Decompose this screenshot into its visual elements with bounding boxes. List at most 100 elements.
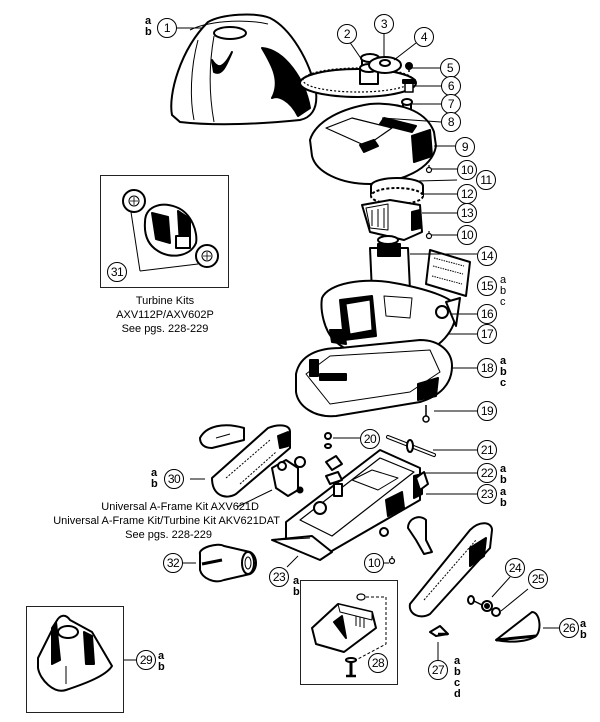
variant-letter: b bbox=[454, 666, 461, 678]
callout-20[interactable]: 20 bbox=[360, 429, 380, 449]
turbine-kits-caption: Turbine Kits AXV112P/AXV602P See pgs. 22… bbox=[105, 294, 225, 336]
variants-27: a b c d bbox=[454, 656, 461, 700]
callout-10-b[interactable]: 10 bbox=[457, 225, 477, 245]
callout-17[interactable]: 17 bbox=[477, 324, 497, 344]
caption-line: Universal A-Frame Kit AXV621D bbox=[101, 501, 259, 513]
callout-13[interactable]: 13 bbox=[457, 203, 477, 223]
part-23-flap-a bbox=[415, 471, 429, 491]
right-side-track bbox=[408, 522, 493, 618]
callout-21[interactable]: 21 bbox=[477, 440, 497, 460]
variant-letter: a bbox=[500, 355, 507, 367]
callout-6[interactable]: 6 bbox=[441, 76, 461, 96]
variant-letter: c bbox=[500, 296, 506, 308]
variant-letter: a bbox=[293, 575, 300, 587]
variant-letter: b bbox=[500, 366, 507, 378]
variants-22: a b bbox=[500, 464, 507, 486]
part-13-turbine-housing bbox=[361, 199, 423, 241]
variants-29: a b bbox=[158, 651, 165, 673]
callout-15[interactable]: 15 bbox=[477, 276, 497, 296]
part-16-cap bbox=[435, 305, 449, 319]
part-3-small-gear bbox=[368, 56, 402, 74]
callout-31[interactable]: 31 bbox=[107, 262, 127, 282]
callout-10-a[interactable]: 10 bbox=[457, 160, 477, 180]
caption-line: Universal A-Frame Kit/Turbine Kit AKV621… bbox=[53, 515, 280, 527]
callout-16[interactable]: 16 bbox=[477, 304, 497, 324]
callout-29[interactable]: 29 bbox=[136, 650, 156, 670]
part-27-tab bbox=[429, 625, 449, 637]
variant-letter: b bbox=[145, 26, 152, 38]
caption-line: See pgs. 228-229 bbox=[121, 323, 209, 335]
callout-12[interactable]: 12 bbox=[457, 184, 477, 204]
variant-letter: a bbox=[500, 486, 507, 498]
callout-9[interactable]: 9 bbox=[455, 137, 475, 157]
part-18-base bbox=[295, 339, 453, 418]
callout-7[interactable]: 7 bbox=[441, 94, 461, 114]
variants-23-b: a b bbox=[293, 576, 300, 598]
caption-line: AXV112P/AXV602P bbox=[116, 309, 214, 321]
variant-letter: b bbox=[500, 285, 507, 297]
part-15-grille bbox=[425, 249, 471, 297]
part-32-bushing bbox=[198, 543, 257, 583]
part-19-pin bbox=[422, 405, 430, 423]
callout-28[interactable]: 28 bbox=[368, 653, 388, 673]
variant-letter: a bbox=[580, 618, 587, 630]
a-frame-part bbox=[271, 456, 306, 497]
variant-letter: a bbox=[454, 655, 461, 667]
callout-30[interactable]: 30 bbox=[164, 469, 184, 489]
part-22-chassis bbox=[285, 432, 423, 553]
variant-letter: b bbox=[500, 474, 507, 486]
variant-letter: c bbox=[500, 377, 507, 389]
part-30-side-track bbox=[199, 424, 291, 498]
variant-letter: b bbox=[158, 661, 165, 673]
callout-27[interactable]: 27 bbox=[428, 660, 448, 680]
variant-letter: a bbox=[500, 463, 507, 475]
a-frame-kits-caption: Universal A-Frame Kit AXV621D Universal … bbox=[0, 500, 280, 542]
variants-15: a b c bbox=[500, 275, 506, 308]
callout-3[interactable]: 3 bbox=[374, 14, 394, 34]
part-11-12-drive bbox=[370, 177, 424, 205]
variants-30: a b bbox=[151, 468, 158, 490]
callout-10-c[interactable]: 10 bbox=[364, 553, 384, 573]
callout-32[interactable]: 32 bbox=[163, 553, 183, 573]
clip-part bbox=[379, 516, 433, 555]
variant-letter: b bbox=[500, 497, 507, 509]
part-25-cap bbox=[491, 607, 501, 617]
part-21-axle bbox=[386, 435, 436, 457]
variant-letter: b bbox=[293, 586, 300, 598]
callout-22[interactable]: 22 bbox=[477, 463, 497, 483]
part-10-screw-a bbox=[425, 165, 433, 174]
callout-26[interactable]: 26 bbox=[559, 618, 579, 638]
callout-5[interactable]: 5 bbox=[440, 58, 460, 78]
callout-23-a[interactable]: 23 bbox=[477, 484, 497, 504]
callout-23-b[interactable]: 23 bbox=[269, 567, 289, 587]
part-23-flap-b bbox=[271, 535, 333, 561]
caption-line: See pgs. 228-229 bbox=[125, 529, 212, 541]
part-9-upper-housing bbox=[309, 102, 437, 185]
callout-14[interactable]: 14 bbox=[477, 246, 497, 266]
variant-letter: b bbox=[580, 629, 587, 641]
caption-line: Turbine Kits bbox=[135, 295, 195, 307]
callout-11[interactable]: 11 bbox=[476, 170, 496, 190]
variant-letter: c bbox=[454, 677, 461, 689]
callout-1[interactable]: 1 bbox=[157, 18, 177, 38]
part-5-screw bbox=[405, 62, 413, 72]
callout-25[interactable]: 25 bbox=[528, 569, 548, 589]
callout-4[interactable]: 4 bbox=[414, 27, 434, 47]
variant-letter: a bbox=[158, 650, 165, 662]
callout-24[interactable]: 24 bbox=[505, 558, 525, 578]
callout-19[interactable]: 19 bbox=[477, 401, 497, 421]
variant-letter: a bbox=[145, 15, 152, 27]
variant-letter: a bbox=[151, 467, 158, 479]
part-6-bushing bbox=[402, 79, 416, 93]
callout-18[interactable]: 18 bbox=[477, 358, 497, 378]
variant-letter: d bbox=[454, 688, 461, 700]
callout-8[interactable]: 8 bbox=[441, 112, 461, 132]
part-24-washer bbox=[467, 595, 493, 612]
part-26-end-cap bbox=[495, 611, 541, 643]
part-10-screw-b bbox=[425, 231, 433, 240]
callout-2[interactable]: 2 bbox=[337, 24, 357, 44]
mount-kit-box bbox=[26, 606, 124, 713]
variant-letter: b bbox=[151, 478, 158, 490]
variants-18: a b c bbox=[500, 356, 507, 389]
